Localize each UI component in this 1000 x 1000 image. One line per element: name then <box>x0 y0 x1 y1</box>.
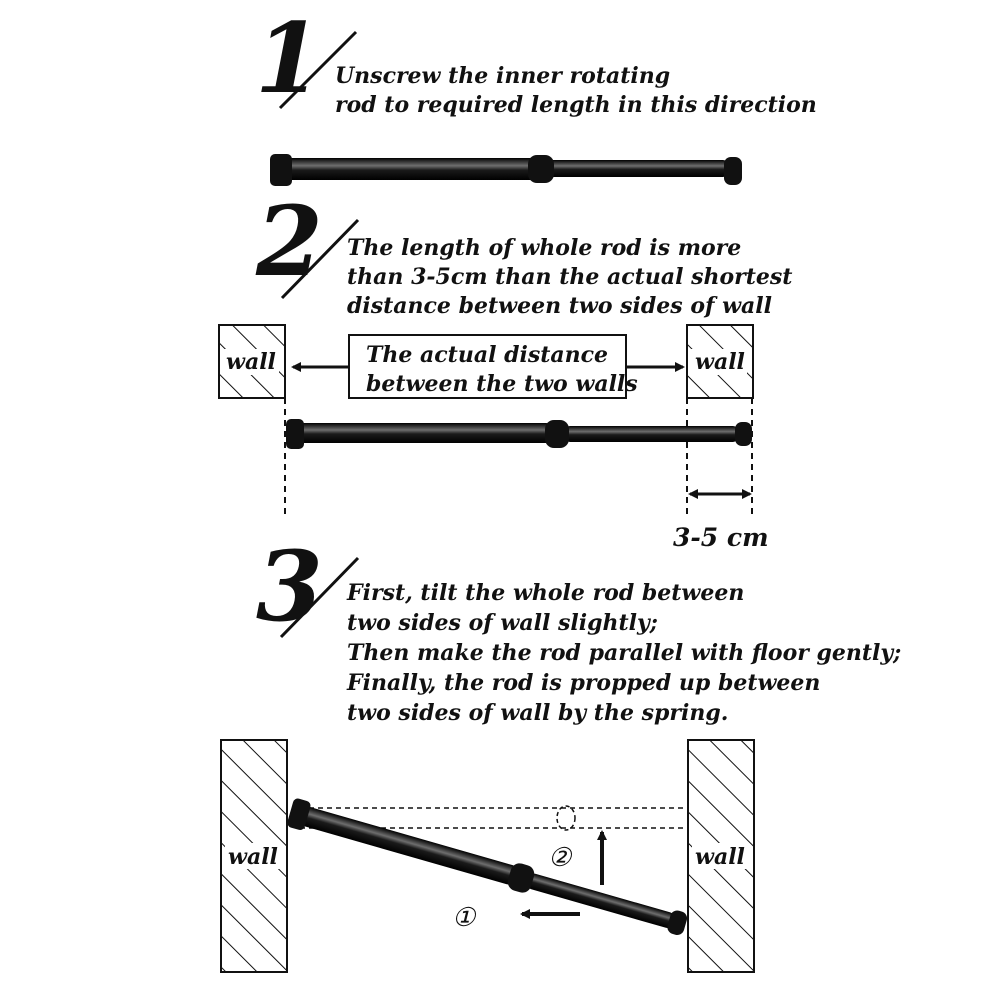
tilt-label: ① <box>452 903 477 933</box>
step-2-line-3: distance between two sides of wall <box>347 293 772 319</box>
wall-right-small: wall <box>686 324 754 399</box>
wall-label: wall <box>226 349 276 375</box>
step-3-line-5: two sides of wall by the spring. <box>347 700 728 726</box>
step-1-line-2: rod to required length in this direction <box>335 92 817 118</box>
step-2-line-2: than 3-5cm than the actual shortest <box>347 264 792 290</box>
step-2-slash <box>280 218 360 300</box>
wall-label: wall <box>228 844 278 870</box>
step-1-line-1: Unscrew the inner rotating <box>335 63 670 89</box>
step-2: 2 The length of whole rod is more than 3… <box>218 185 792 552</box>
distance-box-line-1: The actual distance <box>366 342 608 368</box>
step-2-line-1: The length of whole rod is more <box>347 235 741 261</box>
distance-box: The actual distance between the two wall… <box>348 334 638 399</box>
distance-box-line-2: between the two walls <box>366 371 638 397</box>
rod-1 <box>270 154 742 186</box>
wall-label: wall <box>695 844 745 870</box>
step-3-line-2: two sides of wall slightly; <box>347 610 658 636</box>
step-3-line-1: First, tilt the whole rod between <box>346 580 744 606</box>
rod-2 <box>286 419 752 449</box>
step-3: 3 First, tilt the whole rod between two … <box>220 530 901 973</box>
wall-left-small: wall <box>218 324 286 399</box>
step-2-number: 2 <box>255 185 323 298</box>
step-3-line-4: Finally, the rod is propped up between <box>346 670 820 696</box>
step-3-number: 3 <box>256 530 323 643</box>
wall-right-large: wall <box>687 739 755 973</box>
raise-label: ② <box>548 843 573 873</box>
step-1-slash <box>278 30 358 110</box>
wall-label: wall <box>695 349 745 375</box>
step-1-number: 1 <box>255 2 322 115</box>
step-3-line-3: Then make the rod parallel with floor ge… <box>347 640 901 666</box>
step-1: 1 Unscrew the inner rotating rod to requ… <box>255 2 817 186</box>
step-3-slash <box>279 556 360 639</box>
rod-3-tilted <box>287 798 688 935</box>
wall-left-large: wall <box>220 739 288 973</box>
extra-length-label: 3-5 cm <box>673 523 769 552</box>
